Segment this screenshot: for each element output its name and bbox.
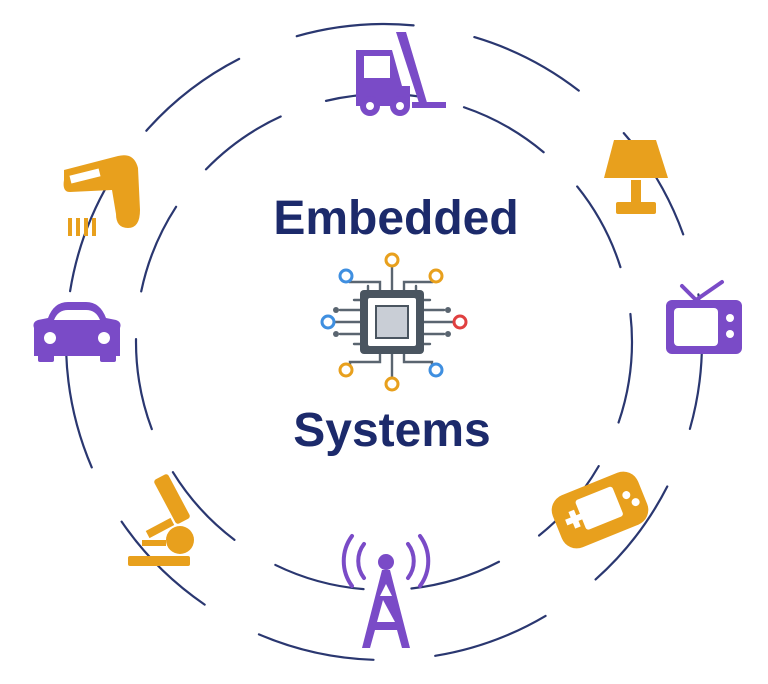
forklift-icon [356, 32, 446, 116]
microscope-icon [128, 474, 194, 566]
title-line-2: Systems [293, 404, 490, 457]
antenna-tower-icon [341, 534, 431, 648]
barcode-scanner-icon [63, 155, 140, 236]
microchip-icon [320, 252, 468, 392]
car-icon [33, 302, 121, 362]
game-console-icon [551, 471, 649, 549]
lamp-icon [604, 140, 668, 214]
tv-icon [666, 280, 742, 354]
title-line-1: Embedded [273, 192, 518, 245]
